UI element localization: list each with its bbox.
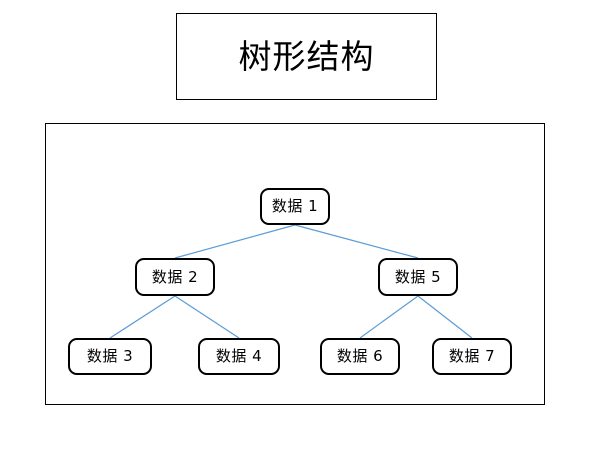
tree-node-n1[interactable]: 数据 1 — [260, 188, 330, 225]
tree-node-label: 数据 6 — [336, 347, 384, 365]
tree-node-n3[interactable]: 数据 3 — [68, 338, 152, 375]
tree-node-label: 数据 5 — [394, 267, 442, 286]
title-box: 树形结构 — [176, 13, 437, 100]
tree-node-label: 数据 4 — [215, 347, 263, 365]
tree-node-n7[interactable]: 数据 7 — [432, 338, 512, 375]
page-title: 树形结构 — [238, 37, 375, 76]
tree-node-n6[interactable]: 数据 6 — [320, 338, 400, 375]
tree-node-label: 数据 1 — [271, 197, 319, 215]
tree-node-label: 数据 3 — [86, 347, 134, 365]
tree-node-label: 数据 2 — [151, 267, 199, 286]
tree-node-n2[interactable]: 数据 2 — [135, 258, 215, 296]
tree-node-label: 数据 7 — [448, 347, 496, 365]
tree-node-n4[interactable]: 数据 4 — [198, 338, 280, 375]
tree-node-n5[interactable]: 数据 5 — [378, 258, 458, 296]
